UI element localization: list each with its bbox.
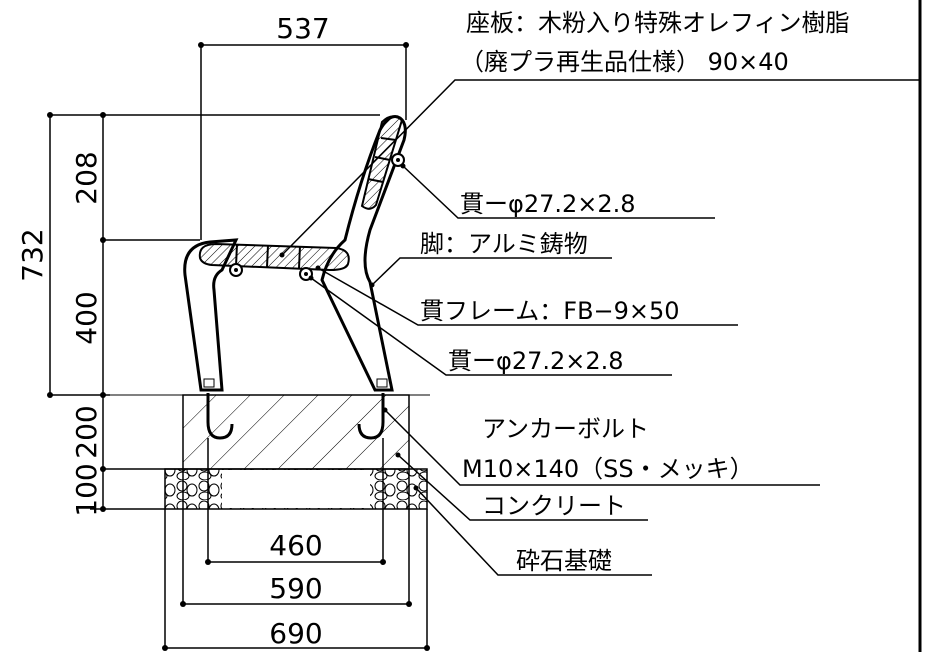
anchor-bolt-right	[357, 393, 385, 440]
callout-anchor-spec: M10×140（SS・メッキ）	[462, 455, 754, 483]
dim-height-seat-label: 400	[70, 291, 103, 344]
pipe-rail-back-inner	[396, 158, 400, 162]
dim-height-total-label: 732	[16, 228, 49, 281]
dim-height-back-label: 208	[70, 151, 103, 204]
dim-depth-concrete-label: 200	[70, 405, 103, 458]
dim-span-gravel-label: 690	[269, 617, 322, 650]
seat-board	[198, 242, 350, 272]
dim-span-concrete-label: 590	[269, 572, 322, 605]
dim-bottom	[164, 438, 428, 649]
callout-pipe-lower: 貫ーφ27.2×2.8	[448, 347, 624, 375]
rear-leg-foot	[376, 378, 388, 388]
callout-gravel: 砕石基礎	[516, 547, 612, 575]
callout-frame-bar: 貫フレーム：FB−9×50	[420, 297, 680, 325]
pipe-rail-seat-rear-inner	[304, 272, 308, 276]
callout-anchor-bolt: アンカーボルト	[482, 415, 649, 443]
dim-depth-gravel-label: 100	[70, 463, 103, 516]
dim-width-top	[200, 44, 407, 240]
callout-pipe-upper: 貫ーφ27.2×2.8	[460, 190, 636, 218]
gravel-gap	[222, 470, 370, 508]
concrete-footing	[182, 394, 410, 470]
callout-seat-material: 座板：木粉入り特殊オレフィン樹脂	[466, 9, 850, 37]
leader-lines	[281, 79, 920, 576]
seat-slat-divider	[298, 245, 301, 269]
dim-span-anchor-label: 460	[269, 529, 322, 562]
anchor-bolt-left	[206, 393, 234, 440]
seat-slat-divider	[266, 244, 269, 268]
callout-seat-spec: （廃プラ再生品仕様） 90×40	[460, 48, 789, 76]
pipe-rail-seat-front-inner	[234, 268, 238, 272]
seat-slat-divider	[235, 243, 238, 267]
back-slat-divider	[380, 137, 397, 141]
callout-concrete: コンクリート	[482, 492, 626, 520]
callout-leg: 脚：アルミ鋳物	[420, 230, 588, 258]
dim-width-top-label: 537	[276, 12, 329, 45]
front-leg-foot	[203, 378, 215, 388]
back-slat-divider	[367, 178, 384, 183]
